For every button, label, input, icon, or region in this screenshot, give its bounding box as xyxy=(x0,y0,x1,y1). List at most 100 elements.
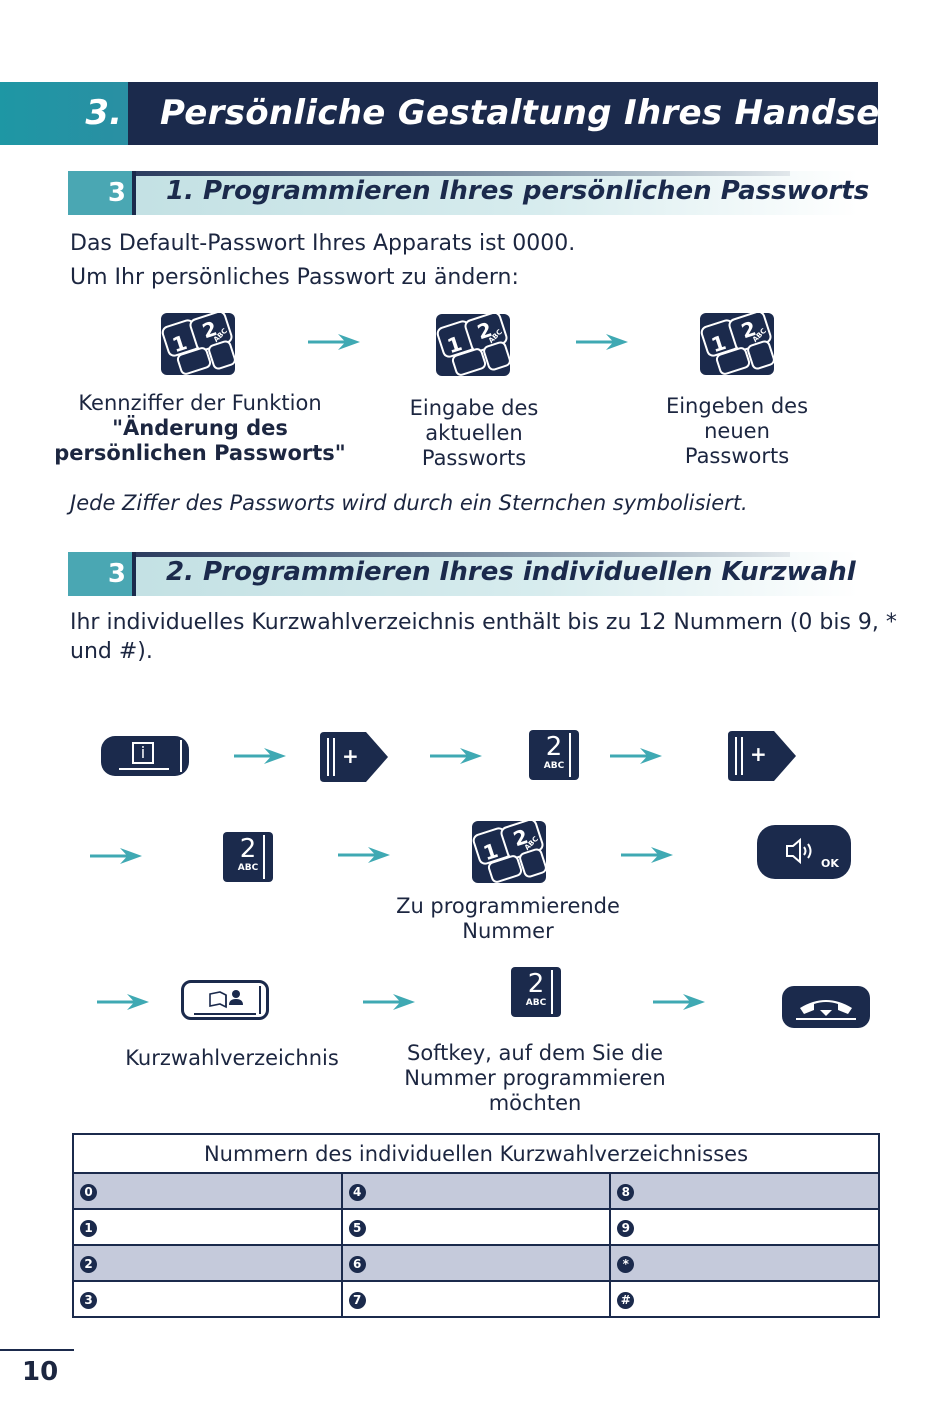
number-badge: 5 xyxy=(348,1220,366,1237)
key-edge-mark xyxy=(551,970,553,1014)
key-edge-mark xyxy=(569,733,571,777)
table-cell[interactable]: # xyxy=(609,1280,880,1318)
navigation-plus-key[interactable] xyxy=(320,732,388,782)
hang-up-handset-icon xyxy=(796,1000,856,1020)
step1-caption: Kennziffer der Funktion "Änderung des pe… xyxy=(54,391,346,465)
number-badge: 6 xyxy=(348,1256,366,1273)
key-edge-mark xyxy=(263,835,265,879)
digit-2-label: 2 xyxy=(545,732,563,762)
section1-intro-line1: Das Default-Passwort Ihres Apparats ist … xyxy=(70,231,576,256)
arrow-right-icon xyxy=(308,333,360,351)
table-cell[interactable]: 3 xyxy=(72,1280,343,1318)
table-row: 1 5 9 xyxy=(72,1208,880,1246)
chapter-number: 3. xyxy=(0,82,128,145)
table-cell[interactable]: 4 xyxy=(340,1172,612,1210)
number-badge: 4 xyxy=(348,1184,366,1201)
arrow-right-icon xyxy=(576,333,628,351)
keypad-icon xyxy=(700,313,774,375)
table-row: 3 7 # xyxy=(72,1280,880,1318)
directory-key-underline xyxy=(194,1013,256,1015)
keypad-icon xyxy=(472,821,546,883)
arrow-right-icon xyxy=(97,993,149,1011)
hang-up-key[interactable] xyxy=(782,986,870,1028)
directory-caption: Kurzwahlverzeichnis xyxy=(125,1046,339,1070)
section2-divider xyxy=(132,552,136,596)
arrow-right-icon xyxy=(90,847,142,865)
number-badge: 3 xyxy=(80,1292,97,1309)
table-cell[interactable]: 8 xyxy=(609,1172,880,1210)
digit-2-letters: ABC xyxy=(237,863,259,873)
section1-number: 3 xyxy=(68,171,132,215)
plus-icon: + xyxy=(342,744,359,768)
table-cell[interactable]: 1 xyxy=(72,1208,343,1246)
table-cell[interactable]: 5 xyxy=(340,1208,612,1246)
navigation-plus-key[interactable] xyxy=(728,731,796,781)
speaker-icon xyxy=(786,837,812,865)
arrow-right-icon xyxy=(363,993,415,1011)
number-badge: 9 xyxy=(617,1220,635,1237)
section2-intro-line1: Ihr individuelles Kurzwahlverzeichnis en… xyxy=(70,610,897,635)
chapter-title: Persönliche Gestaltung Ihres Handsets xyxy=(160,93,917,133)
step3-caption: Eingeben des neuen Passworts xyxy=(665,394,809,468)
arrow-right-icon xyxy=(653,993,705,1011)
table-cell[interactable]: 7 xyxy=(340,1280,612,1318)
keypad-icon xyxy=(436,314,510,376)
section1-divider xyxy=(132,171,136,215)
section1-note: Jede Ziffer des Passworts wird durch ein… xyxy=(70,491,748,515)
info-icon: i xyxy=(132,742,154,764)
digit-2-letters: ABC xyxy=(525,998,547,1008)
number-badge: 7 xyxy=(348,1292,366,1309)
section1-header-rule xyxy=(130,171,790,176)
number-badge: 0 xyxy=(80,1184,97,1201)
key-edge-mark xyxy=(180,740,182,772)
page-number: 10 xyxy=(22,1357,59,1387)
digit-2-key[interactable]: 2 ABC xyxy=(529,730,579,780)
table-cell[interactable]: 9 xyxy=(609,1208,880,1246)
arrow-right-icon xyxy=(234,747,286,765)
ok-label: OK xyxy=(821,857,839,870)
section2-number: 3 xyxy=(68,552,132,596)
digit-2-key[interactable]: 2 ABC xyxy=(223,832,273,882)
table-cell[interactable]: * xyxy=(609,1244,880,1282)
digit-2-key[interactable]: 2 ABC xyxy=(511,967,561,1017)
chapter-header-bar xyxy=(0,82,878,145)
step2-caption: Eingabe des aktuellen Passworts xyxy=(409,396,539,470)
plus-icon: + xyxy=(750,742,767,766)
table-cell[interactable]: 6 xyxy=(340,1244,612,1282)
section2-intro-line2: und #). xyxy=(70,639,153,664)
section1-title: 1. Programmieren Ihres persönlichen Pass… xyxy=(166,176,870,206)
digit-2-letters: ABC xyxy=(543,761,565,771)
page-number-rule xyxy=(0,1349,74,1351)
key-edge-mark xyxy=(259,986,261,1014)
digit-2-label: 2 xyxy=(239,834,257,864)
number-badge: 2 xyxy=(80,1256,97,1273)
arrow-right-icon xyxy=(621,846,673,864)
number-badge: 8 xyxy=(617,1184,635,1201)
table-cell[interactable]: 2 xyxy=(72,1244,343,1282)
number-badge: 1 xyxy=(80,1220,97,1237)
section1-header-bar xyxy=(68,171,858,215)
section1-intro-line2: Um Ihr persönliches Passwort zu ändern: xyxy=(70,265,519,290)
info-key[interactable]: i xyxy=(101,736,189,776)
digit-2-label: 2 xyxy=(527,969,545,999)
table-cell[interactable]: 0 xyxy=(72,1172,343,1210)
section2-header-bar xyxy=(68,552,858,596)
number-caption: Zu programmierende Nummer xyxy=(396,894,620,943)
number-badge: # xyxy=(617,1292,635,1309)
section2-title: 2. Programmieren Ihres individuellen Kur… xyxy=(166,557,856,587)
speed-dial-table-header: Nummern des individuellen Kurzwahlverzei… xyxy=(72,1133,880,1174)
speed-dial-table: Nummern des individuellen Kurzwahlverzei… xyxy=(72,1133,880,1318)
table-row: 2 6 * xyxy=(72,1244,880,1282)
directory-key[interactable] xyxy=(181,980,269,1020)
info-key-underline xyxy=(119,742,169,770)
arrow-right-icon xyxy=(430,747,482,765)
number-badge: * xyxy=(617,1256,635,1273)
table-row: 0 4 8 xyxy=(72,1172,880,1210)
softkey-caption: Softkey, auf dem Sie die Nummer programm… xyxy=(404,1041,666,1115)
speaker-ok-key[interactable]: OK xyxy=(757,825,851,879)
arrow-right-icon xyxy=(338,846,390,864)
directory-book-icon xyxy=(209,990,243,1009)
section2-header-rule xyxy=(130,552,790,557)
keypad-icon xyxy=(161,313,235,375)
arrow-right-icon xyxy=(610,747,662,765)
